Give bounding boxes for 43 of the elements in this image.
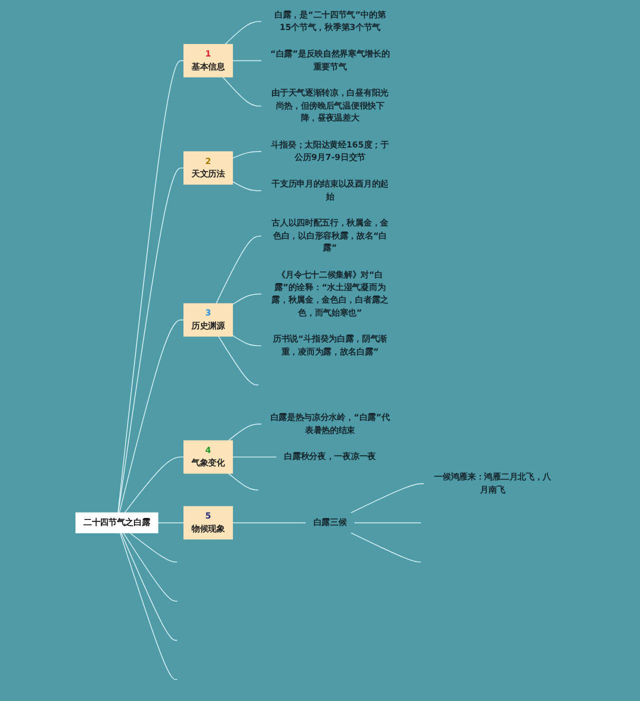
note-text: 一候鸿雁来：鸿雁二月北飞，八月南飞 xyxy=(434,472,551,495)
branch-line xyxy=(118,168,184,514)
note-text: 历书说“斗指癸为白露，阴气渐重，凌而为露，故名白露” xyxy=(273,334,388,357)
branch-line xyxy=(224,21,262,45)
topic-box: 1 基本信息 xyxy=(183,44,233,78)
central-topic-box: 二十四节气之白露 xyxy=(75,512,158,534)
topic-box: 3 历史渊源 xyxy=(183,303,233,337)
note-text: 白露秋分夜，一夜凉一夜 xyxy=(284,452,376,462)
topic-box: 4 气象变化 xyxy=(183,440,233,474)
branch-line xyxy=(118,60,184,514)
branch-line xyxy=(232,181,262,192)
note-text: 白露，是“二十四节气”中的第15个节气，秋季第3个节气 xyxy=(274,10,386,32)
branch-line xyxy=(118,320,184,514)
note-text: 《月令七十二候集解》对“白露”的诠释：“水土湿气凝而为露，秋属金，金色白，白者露之色，而气始寒也” xyxy=(272,270,388,318)
branch-line xyxy=(158,522,184,524)
branch-line xyxy=(350,483,424,514)
topic-box: 5 物候现象 xyxy=(183,506,233,540)
branch-line xyxy=(120,532,178,641)
branch-line xyxy=(232,456,277,458)
branch-line xyxy=(120,532,178,680)
note-text: 干支历申月的结束以及酉月的起始 xyxy=(272,179,388,202)
branch-line xyxy=(228,472,259,490)
branch-line xyxy=(350,532,422,562)
branch-line xyxy=(228,424,262,442)
branch-line xyxy=(354,522,422,524)
note-text: 白露是热与凉分水岭，“白露”代表暑热的结束 xyxy=(270,412,390,436)
branch-line xyxy=(232,151,262,159)
note-text: 古人以四时配五行，秋属金，金色白，以白形容秋露，故名“白露” xyxy=(272,218,388,254)
branch-line xyxy=(232,335,262,346)
note-text: “白露”是反映自然界寒气增长的重要节气 xyxy=(270,49,390,72)
branch-line xyxy=(232,60,262,62)
branch-line xyxy=(123,532,178,602)
note-text: 白露三候 xyxy=(313,518,347,528)
note-text: 由于天气逐渐转凉，白昼有阳光尚热，但傍晚后气温便很快下降，昼夜温差大 xyxy=(272,88,388,124)
branch-line xyxy=(130,532,178,562)
branch-line xyxy=(222,76,262,107)
branch-line xyxy=(218,336,259,386)
note-text: 斗指癸；太阳达黄经165度；于公历9月7-9日交节 xyxy=(271,140,389,162)
branch-line xyxy=(124,456,184,514)
branch-line xyxy=(232,294,262,305)
branch-line xyxy=(216,236,262,304)
topic-box: 2 天文历法 xyxy=(183,151,233,185)
branch-line xyxy=(232,522,306,524)
